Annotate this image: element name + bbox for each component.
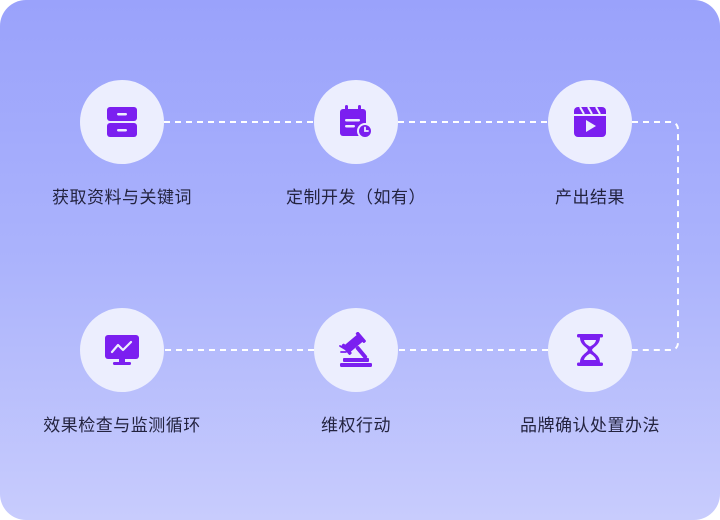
step-3-label: 产出结果: [555, 188, 625, 208]
step-6-circle: [80, 308, 164, 392]
step-6-label: 效果检查与监测循环: [43, 416, 201, 436]
step-3-circle: [548, 80, 632, 164]
step-6: 效果检查与监测循环: [12, 308, 232, 438]
step-5-circle: [314, 308, 398, 392]
step-2-label: 定制开发（如有）: [286, 188, 426, 208]
step-2-circle: [314, 80, 398, 164]
step-3: 产出结果: [480, 80, 700, 210]
monitor-chart-icon: [103, 333, 141, 367]
step-5-label: 维权行动: [321, 416, 391, 436]
video-clapper-icon: [572, 104, 608, 140]
step-1-circle: [80, 80, 164, 164]
step-2: 定制开发（如有）: [246, 80, 466, 210]
step-1: 获取资料与关键词: [12, 80, 232, 210]
step-5: 维权行动: [246, 308, 466, 438]
step-4-label: 品牌确认处置办法: [520, 416, 660, 436]
step-4: 品牌确认处置办法: [480, 308, 700, 438]
step-4-circle: [548, 308, 632, 392]
connector-3-4: [632, 121, 679, 351]
gavel-icon: [337, 332, 375, 368]
hourglass-icon: [575, 333, 605, 367]
step-1-label: 获取资料与关键词: [52, 188, 192, 208]
cabinet-icon: [105, 105, 139, 139]
calendar-clock-icon: [337, 103, 375, 141]
